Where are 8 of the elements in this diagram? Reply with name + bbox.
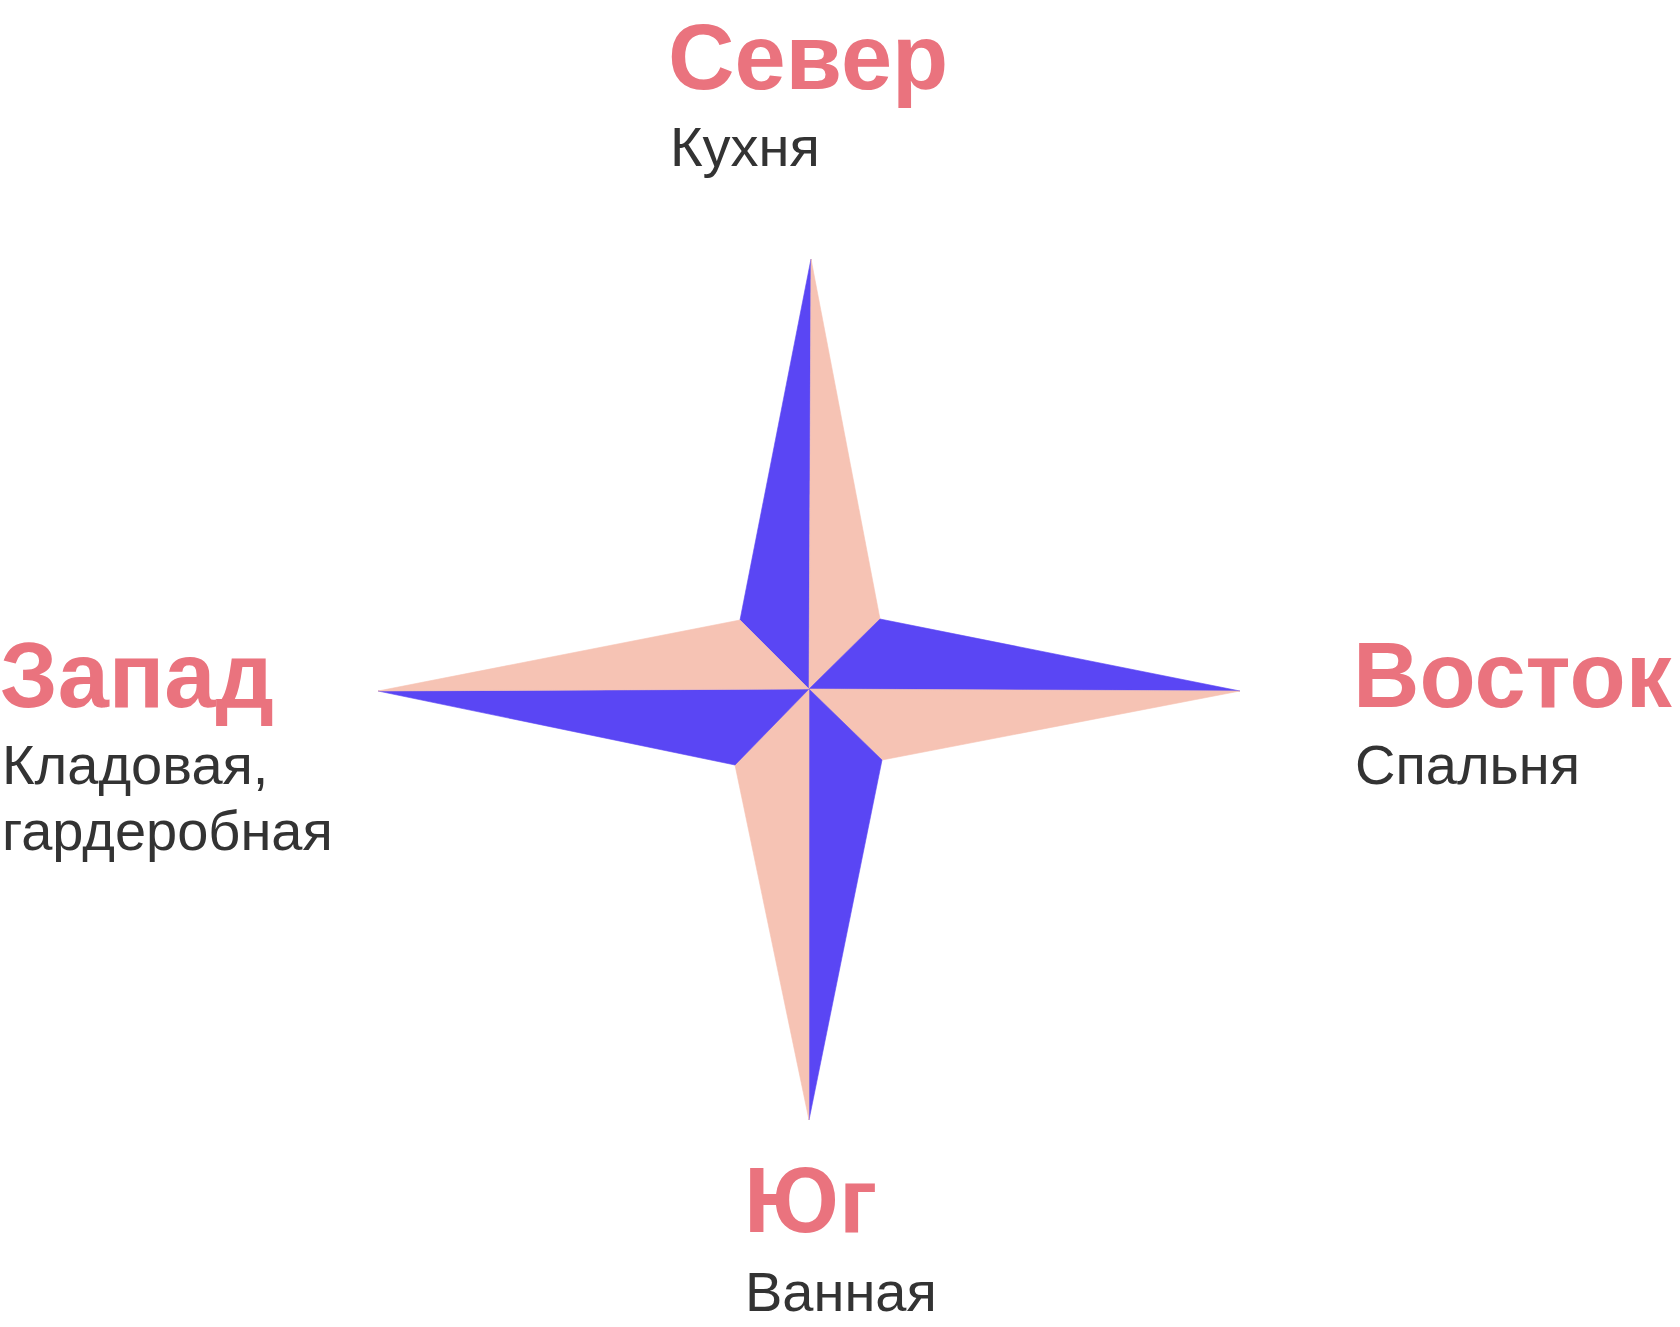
room-label: Кладовая, гардеробная	[2, 732, 334, 864]
direction-heading: Юг	[744, 1148, 878, 1253]
direction-heading: Север	[668, 5, 949, 110]
room-label: Ванная	[745, 1259, 937, 1325]
direction-heading: Запад	[0, 623, 274, 728]
room-label: Кухня	[670, 114, 820, 180]
direction-heading: Восток	[1353, 623, 1672, 728]
room-label: Спальня	[1355, 732, 1580, 798]
